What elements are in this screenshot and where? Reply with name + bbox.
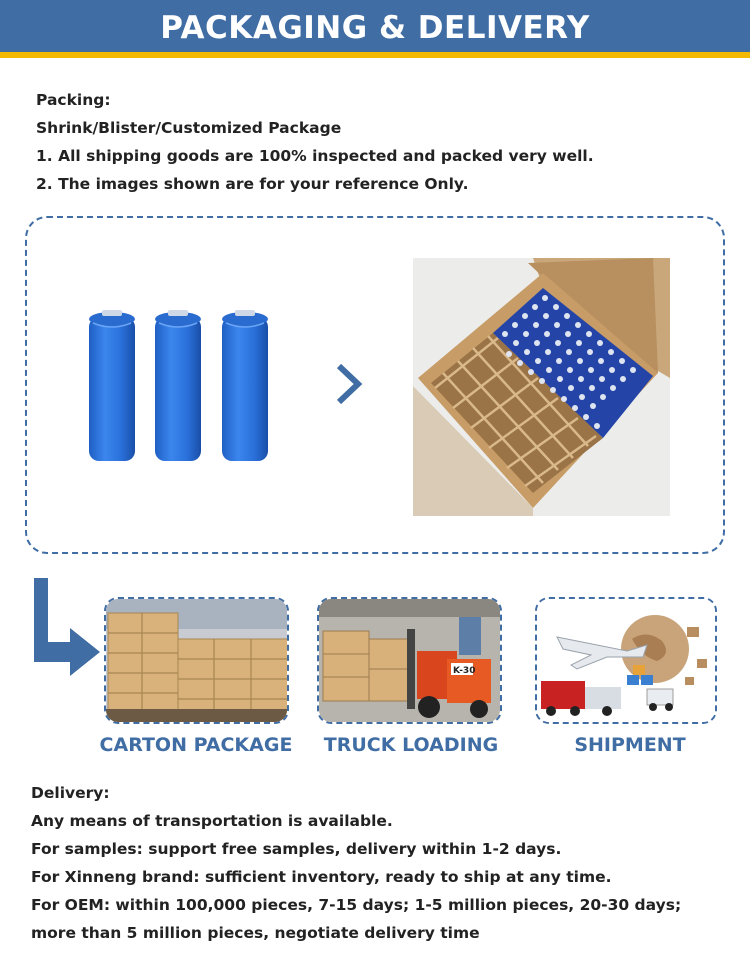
battery-image: [89, 310, 135, 461]
step-label-shipment: SHIPMENT: [574, 734, 686, 756]
elbow-arrow-icon: [34, 578, 100, 676]
step-label-truck-loading: TRUCK LOADING: [323, 734, 499, 756]
delivery-line: For OEM: within 100,000 pieces, 7-15 day…: [31, 896, 682, 914]
delivery-line: For Xinneng brand: sufficient inventory,…: [31, 868, 612, 886]
delivery-line: more than 5 million pieces, negotiate de…: [31, 924, 480, 942]
header-stripe: [0, 52, 750, 58]
packing-type: Shrink/Blister/Customized Package: [36, 119, 342, 137]
packing-note-2: 2. The images shown are for your referen…: [36, 175, 469, 193]
delivery-line: For samples: support free samples, deliv…: [31, 840, 562, 858]
header-banner: [0, 0, 750, 52]
battery-image: [155, 310, 201, 461]
chevron-right-icon: [336, 363, 363, 405]
truck-loading-photo: K-30: [317, 597, 502, 724]
delivery-heading: Delivery:: [31, 784, 110, 802]
packing-heading: Packing:: [36, 91, 111, 109]
delivery-line: Any means of transportation is available…: [31, 812, 393, 830]
packing-note-1: 1. All shipping goods are 100% inspected…: [36, 147, 594, 165]
carton-package-photo: [104, 597, 289, 724]
step-label-carton-package: CARTON PACKAGE: [99, 734, 293, 756]
product-frame: [25, 216, 725, 554]
page-title: PACKAGING & DELIVERY: [160, 10, 590, 46]
packing-section: Packing: Shrink/Blister/Customized Packa…: [36, 86, 594, 198]
battery-image: [222, 310, 268, 461]
battery-carton-photo: [413, 258, 670, 516]
shipment-photo: [535, 597, 717, 724]
delivery-section: Delivery: Any means of transportation is…: [31, 779, 681, 947]
forklift-model-text: K-30: [453, 666, 475, 676]
